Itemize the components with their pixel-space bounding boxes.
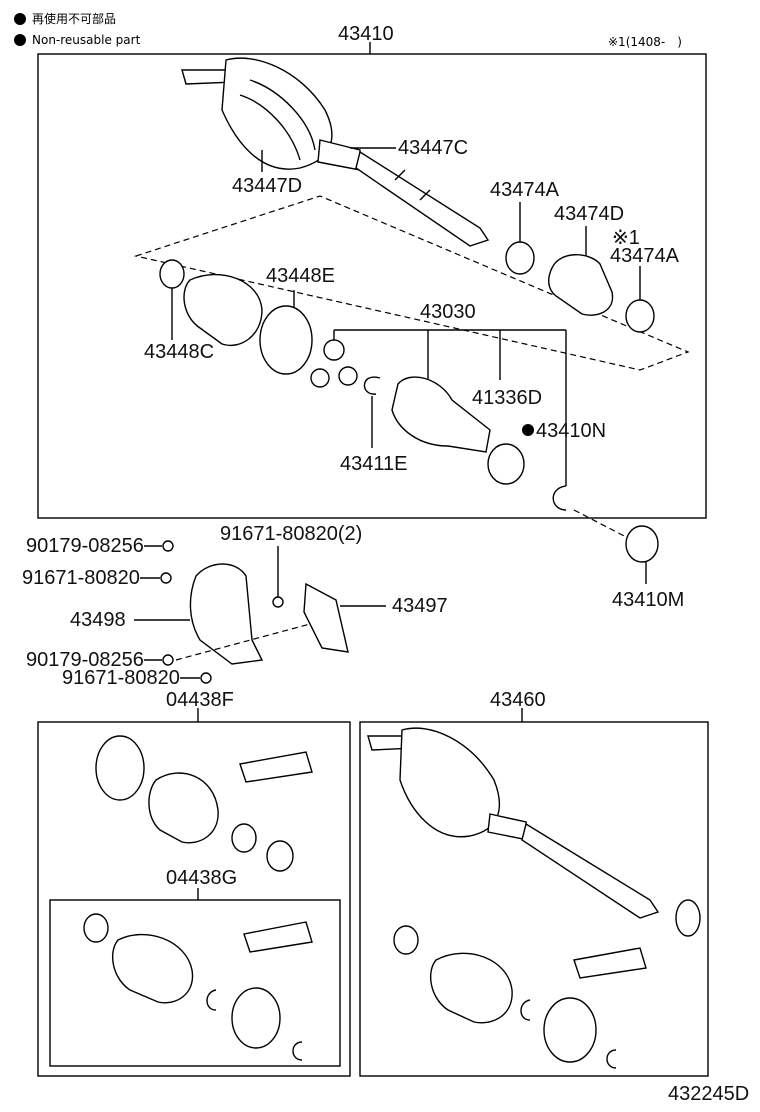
seal-43410M <box>625 525 659 563</box>
label-43410[interactable]: 43410 <box>338 23 394 45</box>
outer-race-43030 <box>391 376 491 453</box>
bolt-icon <box>162 654 174 666</box>
kit-box-04438G <box>49 899 341 1067</box>
drive-shaft-bottom <box>367 727 701 937</box>
seal-41336D <box>487 443 525 485</box>
label-43498[interactable]: 43498 <box>70 609 126 631</box>
bolt-icon <box>200 672 212 684</box>
label-43447C[interactable]: 43447C <box>398 137 468 159</box>
clamp-large <box>95 735 145 801</box>
snap-ring <box>606 1049 617 1069</box>
snap-ring <box>520 999 531 1021</box>
label-43474A-2[interactable]: 43474A <box>610 245 680 267</box>
label-43448E[interactable]: 43448E <box>266 265 335 287</box>
clamp-small <box>231 823 257 853</box>
label-91671-80820-1[interactable]: 91671-80820 <box>22 567 140 589</box>
drive-shaft-top <box>181 57 490 247</box>
legend-en: Non-reusable part <box>32 33 141 47</box>
label-91671-80820-3[interactable]: 91671-80820 <box>62 667 180 689</box>
non-reusable-dot-icon <box>14 34 26 46</box>
grease-pack <box>243 921 313 953</box>
clamp-large <box>543 997 597 1063</box>
snap-ring-43411E <box>363 376 381 395</box>
damper-43474D <box>548 254 614 316</box>
label-90179-08256-1[interactable]: 90179-08256 <box>26 535 144 557</box>
dashed-boundary <box>133 195 690 371</box>
clamp-large <box>231 987 281 1049</box>
boot-kit-43460 <box>429 952 513 1024</box>
bracket-43497 <box>303 582 349 653</box>
clamp-small <box>266 840 294 872</box>
label-43497[interactable]: 43497 <box>392 595 448 617</box>
label-43411E[interactable]: 43411E <box>340 453 407 475</box>
label-43474D[interactable]: 43474D <box>554 203 624 225</box>
label-43460[interactable]: 43460 <box>490 689 546 711</box>
non-reusable-dot-icon <box>522 424 534 436</box>
bracket-43498 <box>189 563 264 665</box>
grease-pack <box>573 947 647 979</box>
non-reusable-dot-icon <box>14 13 26 25</box>
label-43410M[interactable]: 43410M <box>612 589 684 611</box>
legend-jp: 再使用不可部品 <box>32 11 116 26</box>
label-91671-80820-2[interactable]: 91671-80820(2) <box>220 523 362 545</box>
boot-kit-G <box>111 933 194 1004</box>
clamp-43448C <box>159 259 185 289</box>
label-04438G[interactable]: 04438G <box>166 867 237 889</box>
boot-43448E <box>183 273 263 346</box>
note-top-right: ※1(1408- ) <box>608 35 682 49</box>
bolt-icon <box>162 540 174 552</box>
clamp-43474A-2 <box>625 299 655 333</box>
grease-pack <box>239 751 313 783</box>
label-43448C[interactable]: 43448C <box>144 341 214 363</box>
snap-ring <box>206 989 217 1011</box>
snap-ring <box>292 1041 303 1061</box>
label-04438F[interactable]: 04438F <box>166 689 234 711</box>
clamp-43474A-1 <box>505 241 535 275</box>
kit-box-04438F <box>37 721 351 1077</box>
label-43410N[interactable]: 43410N <box>536 420 606 442</box>
label-43447D[interactable]: 43447D <box>232 175 302 197</box>
legend: 再使用不可部品 Non-reusable part <box>14 11 141 47</box>
diagram-code: 432245D <box>668 1083 749 1105</box>
assembly-box-43410 <box>37 53 707 519</box>
boot-kit-F <box>148 772 219 844</box>
bolt-icon <box>160 572 172 584</box>
label-43474A-1[interactable]: 43474A <box>490 179 560 201</box>
snap-ring-43410N <box>552 485 567 511</box>
clamp-43448E <box>259 305 313 375</box>
bolt-icon <box>272 596 284 608</box>
label-90179-08256-2[interactable]: 90179-08256 <box>26 649 144 671</box>
clamp-small <box>393 925 419 955</box>
assembly-box-43460 <box>359 721 709 1077</box>
label-43030[interactable]: 43030 <box>420 301 476 323</box>
tripod-joint <box>310 339 358 388</box>
mark-1: ※1 <box>612 227 640 249</box>
label-41336D[interactable]: 41336D <box>472 387 542 409</box>
clamp-small <box>83 913 109 943</box>
